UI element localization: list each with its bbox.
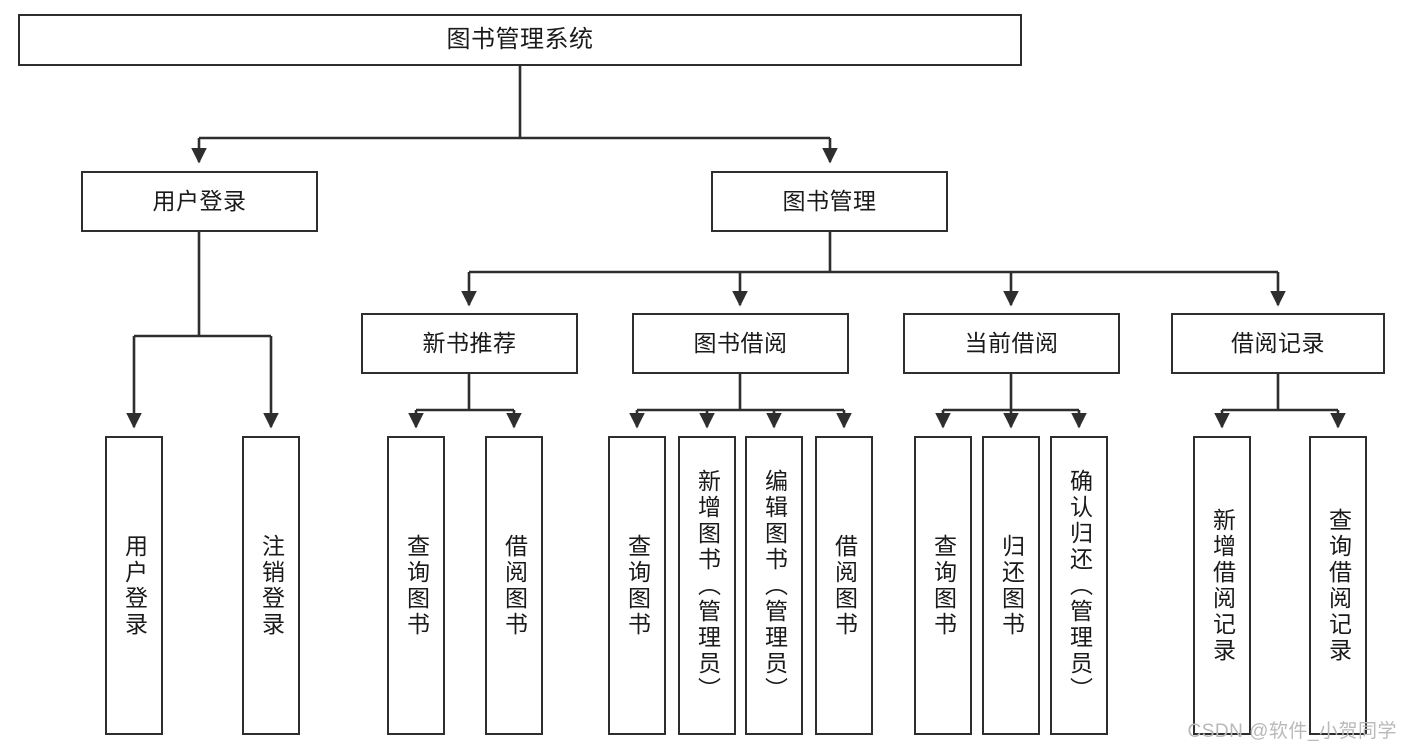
node-borrow-record[interactable]: 借阅记录: [1171, 313, 1385, 374]
node-leaf-query-book-3-label: 查询图书: [930, 533, 957, 638]
node-new-book-recommend-label: 新书推荐: [422, 329, 517, 356]
node-leaf-user-login-label: 用户登录: [121, 533, 148, 638]
node-leaf-return-book[interactable]: 归还图书: [982, 436, 1040, 735]
node-leaf-query-borrow-record-label: 查询借阅记录: [1325, 507, 1352, 664]
node-leaf-edit-book[interactable]: 编辑图书（管理员）: [745, 436, 803, 735]
node-leaf-confirm-return-label: 确认归还（管理员）: [1066, 468, 1093, 703]
node-leaf-query-book-2[interactable]: 查询图书: [608, 436, 666, 735]
node-leaf-add-borrow-record[interactable]: 新增借阅记录: [1193, 436, 1251, 735]
node-book-borrow-label: 图书借阅: [693, 329, 788, 356]
node-user-login[interactable]: 用户登录: [81, 171, 318, 232]
node-new-book-recommend[interactable]: 新书推荐: [361, 313, 578, 374]
node-leaf-add-book[interactable]: 新增图书（管理员）: [678, 436, 736, 735]
node-book-management-label: 图书管理: [782, 187, 877, 214]
node-leaf-query-borrow-record[interactable]: 查询借阅记录: [1309, 436, 1367, 735]
node-leaf-query-book-1[interactable]: 查询图书: [387, 436, 445, 735]
node-current-borrow-label: 当前借阅: [964, 329, 1059, 356]
node-leaf-return-book-label: 归还图书: [998, 533, 1025, 638]
node-current-borrow[interactable]: 当前借阅: [903, 313, 1120, 374]
node-leaf-edit-book-label: 编辑图书（管理员）: [761, 468, 788, 703]
node-leaf-user-login[interactable]: 用户登录: [105, 436, 163, 735]
node-root-label: 图书管理系统: [446, 25, 594, 53]
node-leaf-borrow-book-1[interactable]: 借阅图书: [485, 436, 543, 735]
node-leaf-query-book-1-label: 查询图书: [403, 533, 430, 638]
node-book-management[interactable]: 图书管理: [711, 171, 948, 232]
node-leaf-add-borrow-record-label: 新增借阅记录: [1209, 507, 1236, 664]
node-root[interactable]: 图书管理系统: [18, 14, 1022, 66]
watermark: CSDN @软件_小贺同学: [1187, 721, 1397, 742]
node-leaf-query-book-2-label: 查询图书: [624, 533, 651, 638]
node-leaf-add-book-label: 新增图书（管理员）: [694, 468, 721, 703]
node-leaf-confirm-return[interactable]: 确认归还（管理员）: [1050, 436, 1108, 735]
node-leaf-borrow-book-1-label: 借阅图书: [501, 533, 528, 638]
node-leaf-logout-login[interactable]: 注销登录: [242, 436, 300, 735]
node-book-borrow[interactable]: 图书借阅: [632, 313, 849, 374]
node-leaf-query-book-3[interactable]: 查询图书: [914, 436, 972, 735]
node-borrow-record-label: 借阅记录: [1231, 329, 1325, 356]
node-leaf-logout-login-label: 注销登录: [258, 533, 285, 638]
node-leaf-borrow-book-2[interactable]: 借阅图书: [815, 436, 873, 735]
node-leaf-borrow-book-2-label: 借阅图书: [831, 533, 858, 638]
node-user-login-label: 用户登录: [152, 187, 247, 214]
